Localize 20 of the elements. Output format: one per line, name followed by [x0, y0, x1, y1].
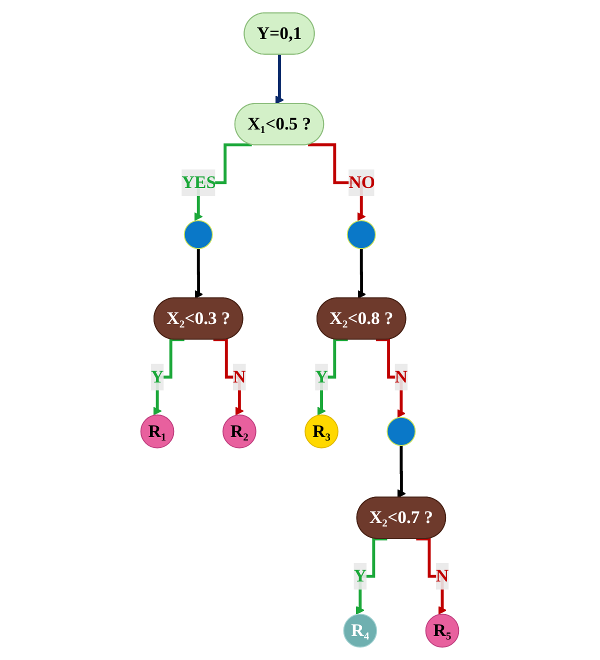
edge-label: Y [151, 366, 164, 386]
arrow [194, 247, 204, 299]
arrow [276, 53, 284, 104]
node-circle [184, 220, 214, 250]
edge-label: N [395, 366, 408, 386]
node-circle [347, 220, 376, 250]
node-circle: R₅ [426, 614, 460, 648]
edge-label: Y [315, 366, 328, 386]
edge-label: N [436, 566, 449, 586]
edge-label: YES [182, 172, 216, 192]
edge-label: N [233, 366, 246, 386]
node-circle: R₃ [304, 414, 339, 448]
node-circle: R₁ [140, 414, 174, 448]
edge-label: Y [354, 566, 367, 586]
node-circle: R₂ [222, 414, 257, 448]
edge-label: NO [348, 172, 376, 192]
node-circle [386, 416, 416, 446]
arrow [398, 444, 406, 498]
arrow [358, 247, 366, 299]
node-circle: R₄ [343, 614, 378, 648]
